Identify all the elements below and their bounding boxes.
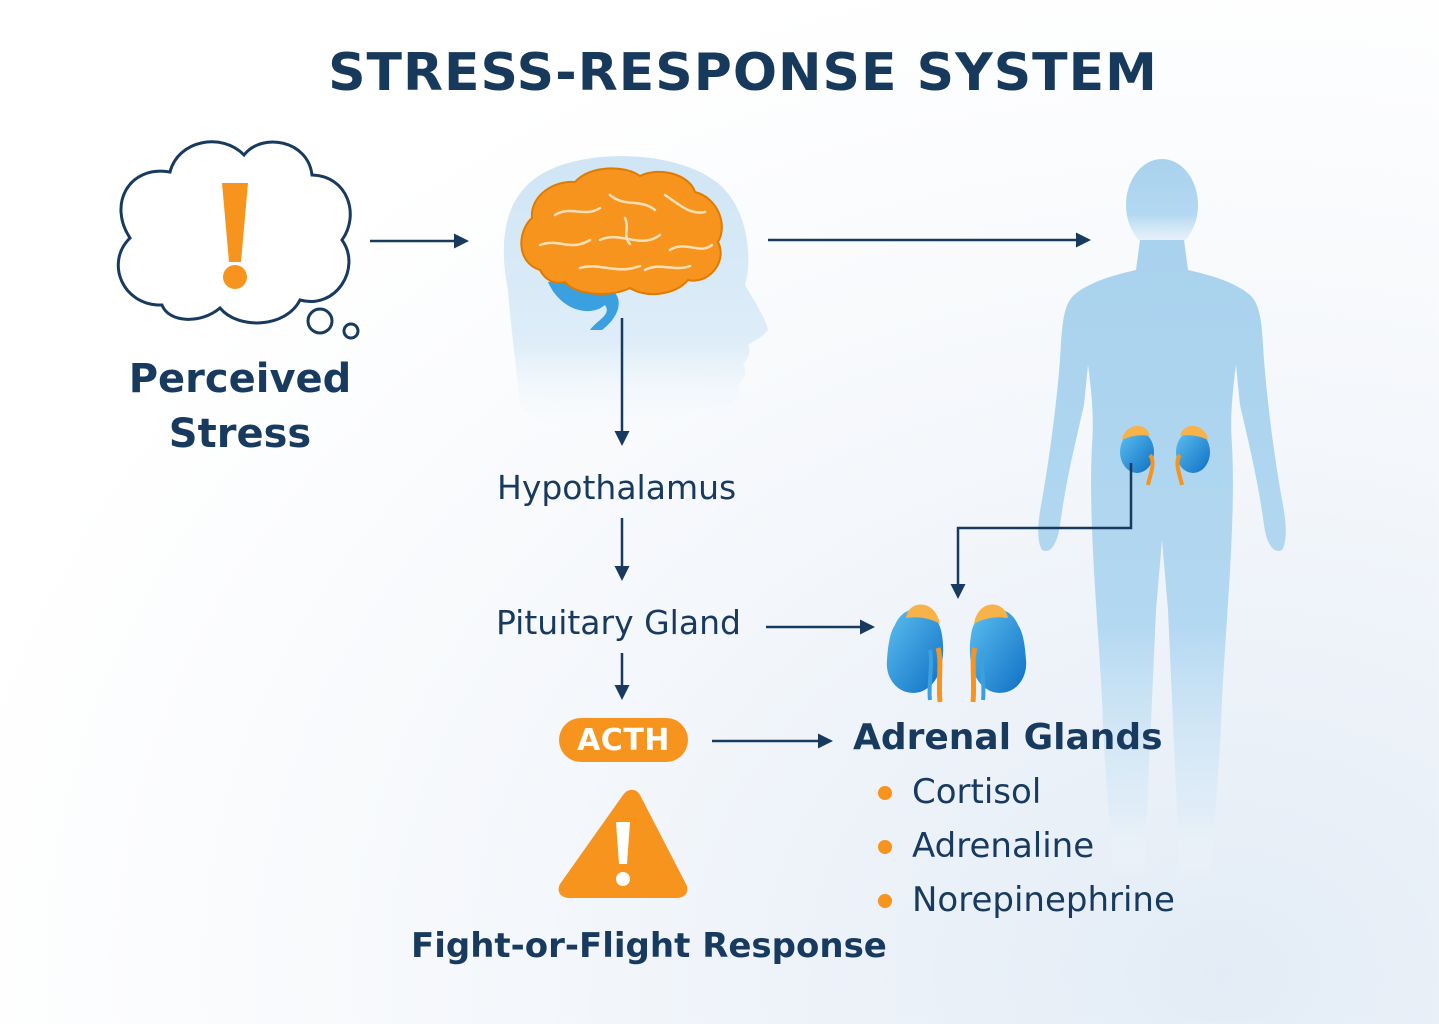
small-adrenal-glands-icon xyxy=(1120,425,1210,486)
perceived-stress-label: Perceived Stress xyxy=(105,352,375,462)
hormone-item: Adrenaline xyxy=(878,826,1175,880)
hormone-label: Cortisol xyxy=(912,772,1042,812)
arrow-body-to-adrenal xyxy=(950,463,1133,599)
hormone-label: Adrenaline xyxy=(912,826,1095,866)
hormone-item: Cortisol xyxy=(878,772,1175,826)
adrenal-glands-title: Adrenal Glands xyxy=(853,717,1163,758)
perceived-stress-line2: Stress xyxy=(168,411,312,457)
warning-triangle-icon xyxy=(558,789,688,898)
hypothalamus-label: Hypothalamus xyxy=(497,468,737,507)
fight-or-flight-label: Fight-or-Flight Response xyxy=(411,926,887,966)
pituitary-gland-label: Pituitary Gland xyxy=(496,603,741,642)
body-silhouette-icon xyxy=(1038,159,1286,880)
bullet-dot-icon xyxy=(878,894,892,908)
perceived-stress-line1: Perceived xyxy=(128,356,352,402)
diagram-title: STRESS-RESPONSE SYSTEM xyxy=(328,43,1158,103)
flow-arrows xyxy=(370,232,1133,749)
exclamation-icon xyxy=(222,183,248,289)
adrenal-glands-icon xyxy=(886,604,1027,703)
acth-label: ACTH xyxy=(577,722,670,758)
hormone-list: Cortisol Adrenaline Norepinephrine xyxy=(878,772,1175,934)
bullet-dot-icon xyxy=(878,786,892,800)
hormone-item: Norepinephrine xyxy=(878,880,1175,934)
acth-badge: ACTH xyxy=(559,718,688,762)
bullet-dot-icon xyxy=(878,840,892,854)
brain-icon xyxy=(520,167,723,296)
hormone-label: Norepinephrine xyxy=(912,880,1175,920)
